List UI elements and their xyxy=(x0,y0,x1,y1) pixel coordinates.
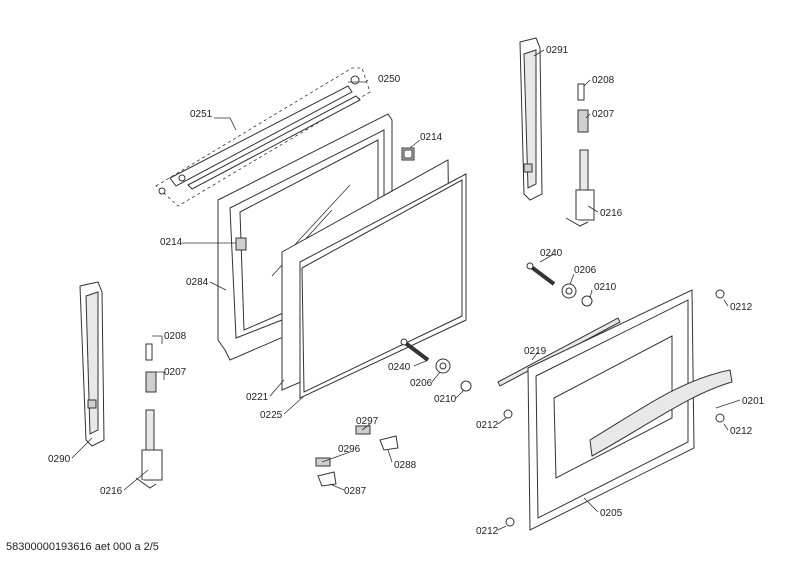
label-0212-c: 0212 xyxy=(476,420,499,431)
pin-0208-left xyxy=(145,343,153,361)
door-handle xyxy=(589,369,733,457)
spring-0207-left xyxy=(145,371,157,393)
screw-0240-center xyxy=(400,338,430,362)
label-0208-left: 0208 xyxy=(164,331,187,342)
top-trim-strip-assembly xyxy=(155,67,371,207)
label-0212-d: 0212 xyxy=(476,526,499,537)
label-0205: 0205 xyxy=(600,508,623,519)
nut-0210-center xyxy=(460,380,472,392)
label-0219: 0219 xyxy=(524,346,547,357)
label-0251: 0251 xyxy=(190,109,213,120)
clip-0214-top xyxy=(401,147,415,161)
label-0250: 0250 xyxy=(378,74,401,85)
label-0291: 0291 xyxy=(546,45,569,56)
label-0221: 0221 xyxy=(246,392,269,403)
part-0288 xyxy=(379,435,399,451)
left-hinge-bracket xyxy=(79,281,105,447)
label-0208-right: 0208 xyxy=(592,75,615,86)
label-0210-right: 0210 xyxy=(594,282,617,293)
label-0212-a: 0212 xyxy=(730,302,753,313)
pin-0208-right xyxy=(577,83,585,101)
screw-0240-right xyxy=(526,262,556,286)
grommet-0212-d xyxy=(505,517,515,527)
part-labels: 0250 0251 0214 0214 0284 0221 0225 0240 … xyxy=(48,45,765,537)
label-0240-right: 0240 xyxy=(540,248,563,259)
label-0206-center: 0206 xyxy=(410,378,433,389)
label-0225: 0225 xyxy=(260,410,283,421)
hinge-0216-right xyxy=(565,149,595,227)
part-0297 xyxy=(355,425,371,435)
label-0212-b: 0212 xyxy=(730,426,753,437)
grommet-0212-a xyxy=(715,289,725,299)
leader-lines xyxy=(71,49,741,531)
label-0288: 0288 xyxy=(394,460,417,471)
label-0296: 0296 xyxy=(338,444,361,455)
label-0287: 0287 xyxy=(344,486,367,497)
grommet-0212-c xyxy=(503,409,513,419)
front-door-panel xyxy=(527,289,695,531)
label-0216-right: 0216 xyxy=(600,208,623,219)
label-0290: 0290 xyxy=(48,454,71,465)
label-0214-left: 0214 xyxy=(160,237,183,248)
label-0297: 0297 xyxy=(356,416,379,427)
label-0207-left: 0207 xyxy=(164,367,187,378)
label-0214-top: 0214 xyxy=(420,132,443,143)
label-0284: 0284 xyxy=(186,277,209,288)
glass-pane-outer xyxy=(299,173,467,399)
right-hinge-bracket xyxy=(519,37,543,201)
label-0216-left: 0216 xyxy=(100,486,123,497)
grommet-0212-b xyxy=(715,413,725,423)
label-0201: 0201 xyxy=(742,396,765,407)
label-0240-center: 0240 xyxy=(388,362,411,373)
part-0287 xyxy=(317,471,337,487)
label-0207-right: 0207 xyxy=(592,109,615,120)
spring-0207-right xyxy=(577,109,589,133)
hinge-0216-left xyxy=(135,409,163,489)
label-0210-center: 0210 xyxy=(434,394,457,405)
footer-code: 58300000193616 aet 000 a 2/5 xyxy=(6,541,159,553)
label-0206-right: 0206 xyxy=(574,265,597,276)
nut-0210-right xyxy=(581,295,593,307)
